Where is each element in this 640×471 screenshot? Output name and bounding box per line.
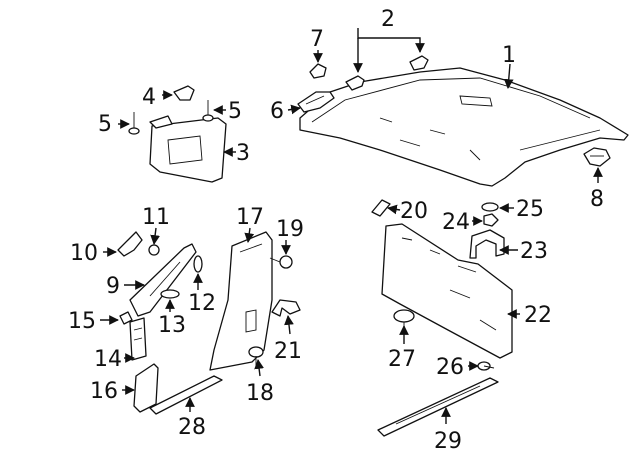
a-pillar-trim-part [129, 243, 197, 317]
headliner-clip-left [345, 75, 365, 91]
callout-20: 20 [400, 199, 428, 224]
callout-11: 11 [142, 205, 170, 230]
clip-part-25 [481, 202, 499, 212]
headliner-clip-right [409, 55, 429, 71]
callout-28: 28 [178, 415, 206, 440]
clip-part-10 [117, 231, 143, 257]
nut-part-19 [269, 255, 293, 269]
callout-15: 15 [68, 309, 96, 334]
callout-14: 14 [94, 347, 122, 372]
callout-1: 1 [502, 43, 516, 68]
leader-lines [100, 28, 603, 424]
callout-22: 22 [524, 303, 552, 328]
callout-21: 21 [274, 339, 302, 364]
callout-10: 10 [70, 241, 98, 266]
clip-part-7 [309, 63, 327, 79]
callout-13: 13 [158, 313, 186, 338]
bracket-part-14 [129, 317, 147, 361]
callout-5-left: 5 [98, 112, 112, 137]
callout-26: 26 [436, 355, 464, 380]
callout-5-right: 5 [228, 99, 242, 124]
nut-part-24 [483, 213, 499, 227]
clip-part-8 [583, 147, 611, 167]
callout-29: 29 [434, 429, 462, 454]
scuff-plate-part-28 [149, 375, 223, 415]
push-pin-part-26 [477, 361, 495, 371]
callout-17: 17 [236, 205, 264, 230]
callout-23: 23 [520, 239, 548, 264]
callout-19: 19 [276, 217, 304, 242]
callout-2: 2 [381, 7, 395, 32]
grommet-part-12 [193, 255, 203, 273]
callout-12: 12 [188, 291, 216, 316]
screw-part-5-right [202, 100, 214, 122]
trim-part-16 [133, 363, 159, 413]
bracket-part-23 [469, 229, 505, 259]
visor-hook-part [173, 85, 195, 101]
clip-part-15 [119, 311, 133, 325]
callout-labels: 1 2 3 4 5 5 6 7 8 9 10 11 12 13 14 15 16… [68, 7, 604, 454]
callout-18: 18 [246, 381, 274, 406]
handle-part-21 [271, 299, 301, 317]
bracket-part-6 [297, 91, 335, 113]
clip-part-20 [371, 199, 391, 217]
callout-25: 25 [516, 197, 544, 222]
sun-visor-part [149, 115, 227, 183]
bolt-part-11 [148, 244, 160, 256]
headliner-part [299, 67, 629, 187]
callout-9: 9 [106, 274, 120, 299]
sill-plate-part-29 [377, 377, 499, 437]
callout-7: 7 [310, 27, 324, 52]
callout-4: 4 [142, 85, 156, 110]
callout-24: 24 [442, 210, 470, 235]
callout-27: 27 [388, 347, 416, 372]
callout-16: 16 [90, 379, 118, 404]
callout-6: 6 [270, 99, 284, 124]
rear-panel-part [381, 223, 513, 359]
screw-part-5-left [128, 112, 140, 135]
callout-8: 8 [590, 187, 604, 212]
cap-part-13 [160, 289, 180, 299]
callout-3: 3 [236, 141, 250, 166]
